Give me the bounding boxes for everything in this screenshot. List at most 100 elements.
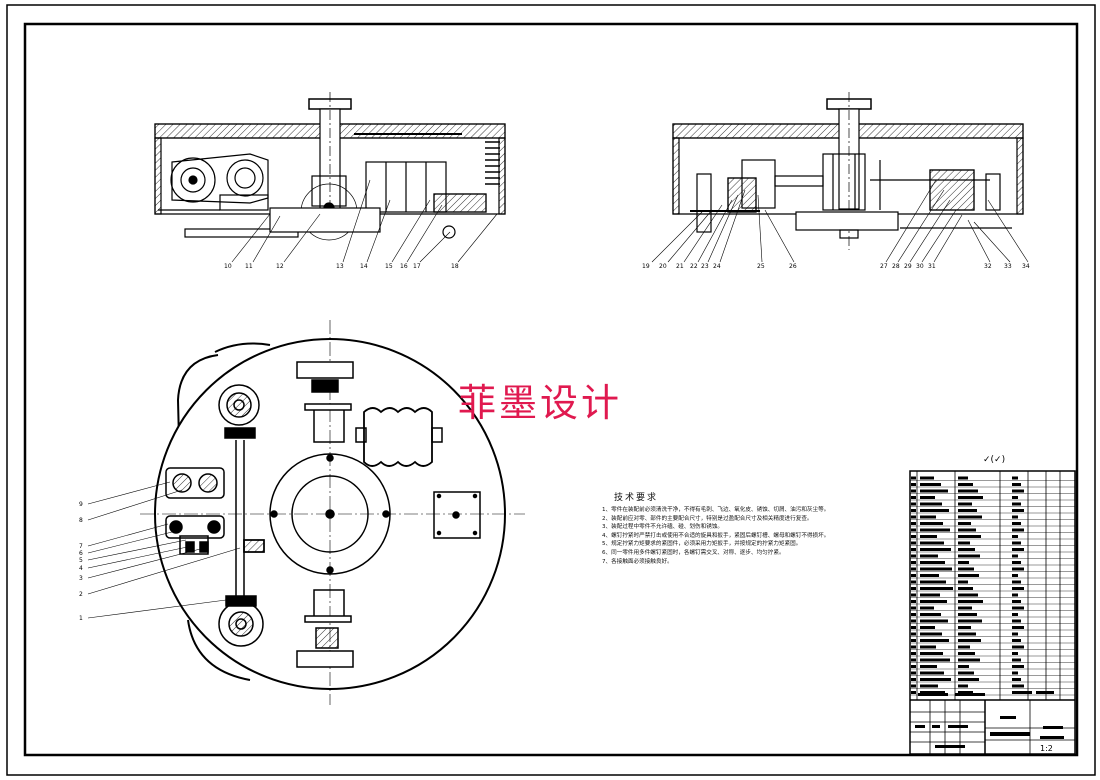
leader-number: 31 xyxy=(928,263,936,270)
requirement-line: 5、规定拧紧力矩要求的紧固件，必须采用力矩扳手，并按规定的拧紧力矩紧固。 xyxy=(602,541,802,548)
leader-number: 8 xyxy=(79,517,83,524)
leader-number: 10 xyxy=(224,263,232,270)
leader-number: 5 xyxy=(79,557,83,564)
leader-number: 15 xyxy=(385,263,393,270)
parts-row-entry xyxy=(1012,606,1024,610)
parts-row-entry xyxy=(920,658,950,662)
leader-numbers-front-left: 10 11 12 13 14 15 16 17 18 xyxy=(224,263,459,270)
parts-row-entry xyxy=(1012,541,1021,545)
parts-row-entry xyxy=(911,502,916,506)
parts-row-entry xyxy=(1012,632,1018,636)
leader-number: 7 xyxy=(79,543,83,550)
leader-number: 29 xyxy=(904,263,912,270)
parts-row-entry xyxy=(958,541,970,545)
parts-row-entry xyxy=(958,476,968,480)
parts-row-entry xyxy=(911,691,916,694)
parts-row-entry xyxy=(1012,567,1024,571)
parts-row-entry xyxy=(1012,496,1018,499)
parts-row-entry xyxy=(1012,489,1024,493)
parts-row-entry xyxy=(958,593,978,597)
parts-row-entry xyxy=(1012,613,1018,616)
leader-number: 30 xyxy=(916,263,924,270)
parts-row-entry xyxy=(1012,665,1024,668)
parts-list-table xyxy=(909,470,1076,755)
parts-row-entry xyxy=(920,691,945,694)
parts-row-entry xyxy=(958,645,970,649)
parts-row-entry xyxy=(958,658,980,662)
leader-number: 17 xyxy=(413,263,421,270)
parts-row-entry xyxy=(1012,678,1021,681)
parts-row-entry xyxy=(911,489,916,493)
parts-row-entry xyxy=(958,652,975,655)
parts-row-entry xyxy=(1012,476,1018,480)
parts-row-entry xyxy=(958,580,968,584)
parts-row-entry xyxy=(920,541,944,545)
leader-number: 6 xyxy=(79,550,83,557)
parts-row-entry xyxy=(911,626,916,629)
parts-row-entry xyxy=(920,522,943,525)
leader-number: 4 xyxy=(79,565,83,572)
leader-number: 9 xyxy=(79,501,83,508)
parts-row-entry xyxy=(1012,509,1024,512)
leader-lines-front-right xyxy=(651,179,1029,263)
requirement-line: 6、同一零件用多件螺钉紧固时，各螺钉需交叉、对称、逐步、均匀拧紧。 xyxy=(602,549,785,556)
outer-border xyxy=(6,4,1096,776)
parts-row-entry xyxy=(911,606,916,610)
parts-row-entry xyxy=(911,515,916,519)
parts-row-entry xyxy=(920,548,951,551)
parts-row-entry xyxy=(920,496,935,499)
parts-row-entry xyxy=(920,671,944,675)
parts-row-entry xyxy=(911,483,916,486)
leader-number: 2 xyxy=(79,591,83,598)
leader-number: 20 xyxy=(659,263,667,270)
parts-row-entry xyxy=(911,541,916,545)
leader-number: 26 xyxy=(789,263,797,270)
parts-row-entry xyxy=(920,509,949,512)
parts-row-entry xyxy=(1012,639,1021,642)
parts-row-entry xyxy=(911,554,916,558)
parts-row-entry xyxy=(920,606,934,610)
parts-row-entry xyxy=(920,580,946,584)
parts-row-entry xyxy=(920,613,941,616)
parts-row-entry xyxy=(920,587,953,590)
parts-row-entry xyxy=(958,561,969,564)
leader-number: 33 xyxy=(1004,263,1012,270)
parts-row-entry xyxy=(1012,483,1021,486)
parts-row-entry xyxy=(958,606,972,610)
parts-row-entry xyxy=(1012,645,1024,649)
parts-row-entry xyxy=(920,684,938,688)
parts-row-entry xyxy=(1012,548,1024,551)
parts-row-entry xyxy=(911,639,916,642)
parts-row-entry xyxy=(958,515,982,519)
parts-row-entry xyxy=(958,548,975,551)
parts-row-entry xyxy=(958,496,983,499)
parts-row-entry xyxy=(1012,522,1021,525)
leader-number: 18 xyxy=(451,263,459,270)
parts-row-entry xyxy=(1012,580,1021,584)
requirement-line: 1、零件在装配前必须清洗干净，不得有毛刺、飞边、氧化皮、锈蚀、切屑、油污和灰尘等… xyxy=(602,507,830,513)
parts-row-entry xyxy=(911,528,916,532)
parts-row-entry xyxy=(920,528,950,532)
parts-row-entry xyxy=(958,613,977,616)
parts-row-entry xyxy=(1012,515,1018,519)
parts-row-entry xyxy=(958,678,979,681)
parts-row-entry xyxy=(1012,561,1021,564)
leader-number: 19 xyxy=(642,263,650,270)
parts-row-entry xyxy=(911,665,916,668)
leader-number: 12 xyxy=(276,263,284,270)
parts-list-rows xyxy=(910,476,1075,696)
parts-row-entry xyxy=(911,619,916,623)
parts-row-entry xyxy=(958,587,973,590)
surface-roughness-note: ✓(✓) xyxy=(983,455,1005,465)
parts-row-entry xyxy=(911,600,916,603)
parts-row-entry xyxy=(958,574,979,577)
leader-number: 14 xyxy=(360,263,368,270)
parts-row-entry xyxy=(1012,658,1021,662)
parts-row-entry xyxy=(1012,593,1018,597)
parts-row-entry xyxy=(958,671,974,675)
parts-row-entry xyxy=(911,671,916,675)
leader-number: 32 xyxy=(984,263,992,270)
parts-row-entry xyxy=(911,567,916,571)
parts-row-entry xyxy=(958,567,974,571)
parts-row-entry xyxy=(920,567,952,571)
